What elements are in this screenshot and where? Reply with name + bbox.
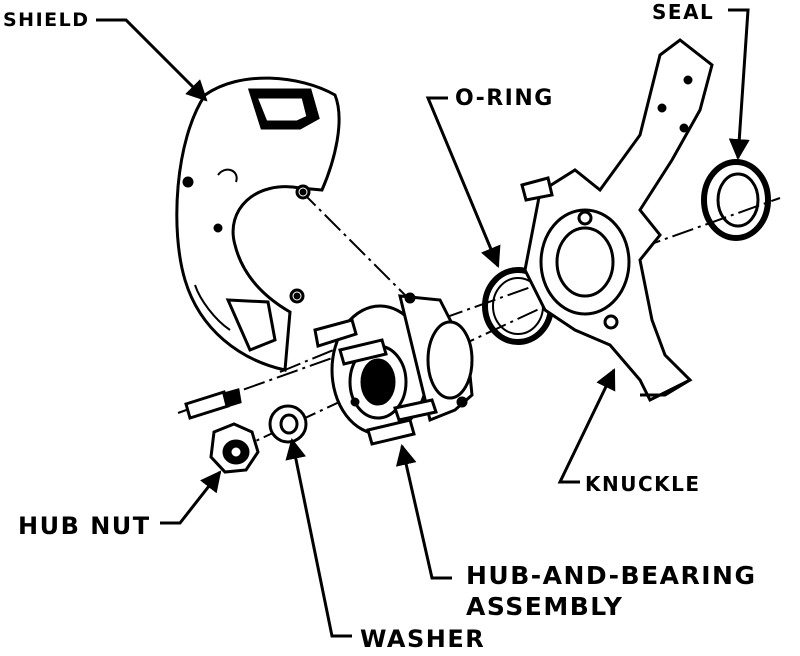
hub-and-bearing-assembly-label: HUB-AND-BEARING ASSEMBLY: [466, 560, 757, 622]
hub-and-bearing-label-line2: ASSEMBLY: [466, 592, 624, 621]
washer-label: WASHER: [360, 625, 486, 653]
hub-nut-part: [209, 422, 260, 474]
shield-part: [175, 76, 341, 372]
hub-and-bearing-leader: [395, 443, 452, 580]
seal-part: [701, 159, 771, 241]
knuckle-part: [520, 38, 714, 403]
hub-nut-label: HUB NUT: [18, 512, 151, 540]
o-ring-label: O-RING: [455, 86, 554, 111]
knuckle-label: KNUCKLE: [585, 472, 701, 496]
shield-leader: [96, 18, 208, 102]
washer-leader: [285, 437, 352, 638]
o-ring-leader: [425, 96, 501, 268]
hub-nut-leader: [160, 470, 222, 525]
leader-lines: [96, 8, 750, 638]
seal-leader: [728, 8, 750, 161]
washer-part: [268, 404, 308, 444]
knuckle-leader: [557, 368, 616, 484]
shield-label: SHIELD: [3, 9, 90, 31]
hub-and-bearing-label-line1: HUB-AND-BEARING: [466, 561, 757, 590]
bolt-part: [184, 388, 242, 420]
hub-and-bearing-part: [313, 292, 474, 446]
seal-label: SEAL: [652, 0, 715, 24]
